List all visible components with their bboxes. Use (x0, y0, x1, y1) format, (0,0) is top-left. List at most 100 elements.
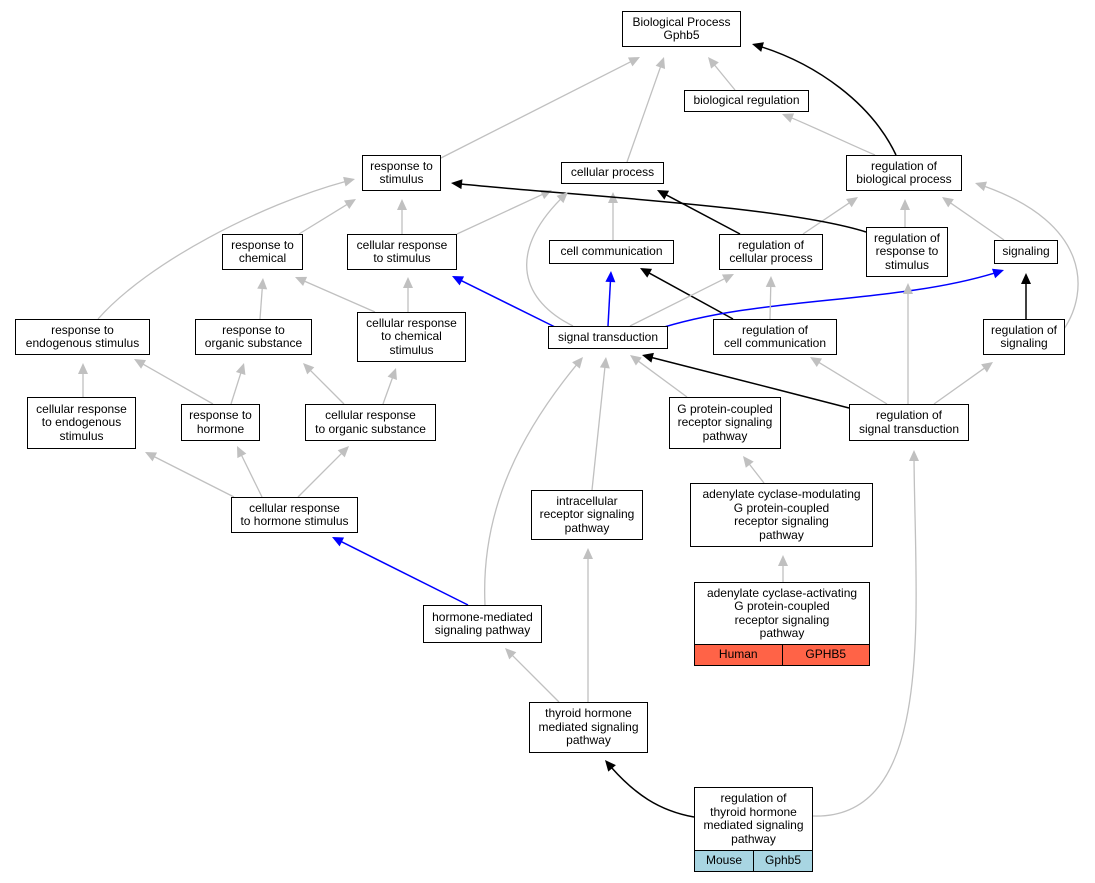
edge-gray (302, 362, 345, 405)
mouse-annotation-row: Mouse Gphb5 (695, 850, 812, 871)
arrowhead-blue (452, 276, 465, 286)
node-cellular-process[interactable]: cellular process (561, 162, 664, 184)
edge-black (641, 354, 850, 409)
arrowhead-black (657, 190, 670, 200)
arrowhead-gray (78, 363, 88, 374)
edge-gray (781, 113, 876, 156)
gene-tag-gphb5-mouse: Gphb5 (753, 851, 812, 871)
edge-black (604, 759, 695, 818)
edge-gray (933, 361, 994, 405)
node-response-to-hormone[interactable]: response to hormone (181, 404, 260, 441)
arrowhead-gray (721, 274, 734, 284)
arrowhead-blue (991, 268, 1004, 279)
arrowhead-gray (743, 456, 754, 468)
node-adenylate-cyclase-activating-gpcr-pathway[interactable]: adenylate cyclase-activating G protein-c… (694, 582, 870, 666)
edge-blue (654, 269, 1005, 331)
node-gpcr-signaling-pathway[interactable]: G protein-coupled receptor signaling pat… (669, 397, 781, 449)
arrowhead-gray (237, 446, 247, 459)
arrowhead-gray (337, 446, 349, 458)
arrowhead-black (640, 268, 653, 278)
node-biological-regulation[interactable]: biological regulation (684, 90, 809, 112)
arrowhead-gray (909, 450, 920, 462)
edge-black (450, 182, 867, 233)
edge-blue (451, 275, 558, 329)
edge-gray (297, 445, 350, 498)
arrowhead-gray (344, 199, 356, 210)
edge-blue (331, 536, 469, 606)
node-signal-transduction[interactable]: signal transduction (548, 326, 668, 349)
node-signaling[interactable]: signaling (994, 240, 1058, 264)
species-tag-mouse: Mouse (695, 851, 753, 871)
edge-gray (812, 449, 917, 817)
arrowhead-black (642, 352, 654, 363)
edge-gray (626, 56, 665, 163)
edge-gray (436, 56, 641, 161)
arrowhead-gray (303, 363, 315, 375)
arrowhead-gray (235, 363, 246, 375)
arrowhead-gray (782, 113, 795, 123)
node-response-to-endogenous-stimulus[interactable]: response to endogenous stimulus (15, 319, 150, 355)
arrowhead-gray (599, 357, 610, 369)
node-cellular-response-to-chemical-stimulus[interactable]: cellular response to chemical stimulus (357, 312, 466, 362)
arrowhead-black (605, 760, 616, 772)
node-adenylate-cyclase-modulating-gpcr-pathway[interactable]: adenylate cyclase-modulating G protein-c… (690, 483, 873, 547)
arrowhead-gray (630, 355, 642, 366)
node-regulation-of-signal-transduction[interactable]: regulation of signal transduction (849, 404, 969, 441)
node-cellular-response-to-endogenous-stimulus[interactable]: cellular response to endogenous stimulus (27, 397, 136, 449)
node-hormone-mediated-signaling-pathway[interactable]: hormone-mediated signaling pathway (423, 605, 542, 643)
edge-gray (629, 273, 735, 327)
arrowhead-black (1021, 273, 1031, 284)
edge-gray (230, 362, 245, 405)
edge-gray (629, 354, 688, 398)
arrowhead-gray (403, 277, 413, 288)
node-response-to-stimulus[interactable]: response to stimulus (362, 155, 441, 191)
arrowhead-gray (397, 199, 407, 210)
species-tag-human: Human (695, 645, 782, 665)
arrowhead-gray (765, 276, 776, 288)
edge-gray (294, 276, 376, 313)
arrowhead-gray (295, 276, 308, 286)
edge-gray (97, 178, 356, 320)
node-cellular-response-to-hormone-stimulus[interactable]: cellular response to hormone stimulus (231, 497, 358, 533)
arrowhead-gray (145, 452, 158, 462)
edge-black (751, 43, 897, 156)
node-intracellular-receptor-signaling-pathway[interactable]: intracellular receptor signaling pathway (531, 490, 643, 540)
node-label: adenylate cyclase-activating G protein-c… (706, 585, 858, 640)
node-regulation-of-thyroid-hormone-signaling-pathway[interactable]: regulation of thyroid hormone mediated s… (694, 787, 813, 872)
edge-gray (484, 356, 584, 606)
edge-gray (298, 198, 357, 235)
human-annotation-row: Human GPHB5 (695, 644, 869, 665)
arrowhead-gray (583, 548, 593, 559)
node-cell-communication[interactable]: cell communication (549, 240, 674, 264)
arrowhead-blue (332, 537, 345, 547)
edge-gray (236, 445, 263, 498)
node-biological-process-root[interactable]: Biological Process Gphb5 (622, 11, 741, 47)
edge-gray (941, 196, 1005, 241)
arrowhead-gray (134, 359, 147, 369)
edge-black (639, 267, 734, 320)
node-regulation-of-response-to-stimulus[interactable]: regulation of response to stimulus (866, 227, 948, 277)
arrowhead-gray (505, 648, 517, 660)
edge-black (656, 189, 741, 235)
node-cellular-response-to-organic-substance[interactable]: cellular response to organic substance (305, 404, 436, 441)
node-thyroid-hormone-mediated-signaling-pathway[interactable]: thyroid hormone mediated signaling pathw… (529, 702, 648, 753)
arrowhead-gray (778, 555, 788, 566)
arrowhead-gray (900, 199, 910, 210)
edge-gray (144, 451, 235, 498)
edge-gray (742, 455, 765, 484)
arrowhead-blue (605, 271, 616, 283)
arrowhead-gray (257, 278, 268, 290)
arrowhead-gray (572, 357, 583, 369)
node-response-to-chemical[interactable]: response to chemical (222, 234, 303, 270)
node-regulation-of-cell-communication[interactable]: regulation of cell communication (713, 319, 837, 355)
arrowhead-gray (903, 283, 913, 294)
arrowhead-black (451, 179, 463, 190)
edge-gray (259, 277, 264, 320)
node-regulation-of-signaling[interactable]: regulation of signaling (983, 319, 1065, 355)
node-response-to-organic-substance[interactable]: response to organic substance (195, 319, 312, 355)
node-label: regulation of thyroid hormone mediated s… (703, 791, 804, 846)
node-regulation-of-cellular-process[interactable]: regulation of cellular process (719, 234, 823, 270)
node-cellular-response-to-stimulus[interactable]: cellular response to stimulus (347, 234, 457, 270)
node-regulation-of-biological-process[interactable]: regulation of biological process (846, 155, 962, 191)
